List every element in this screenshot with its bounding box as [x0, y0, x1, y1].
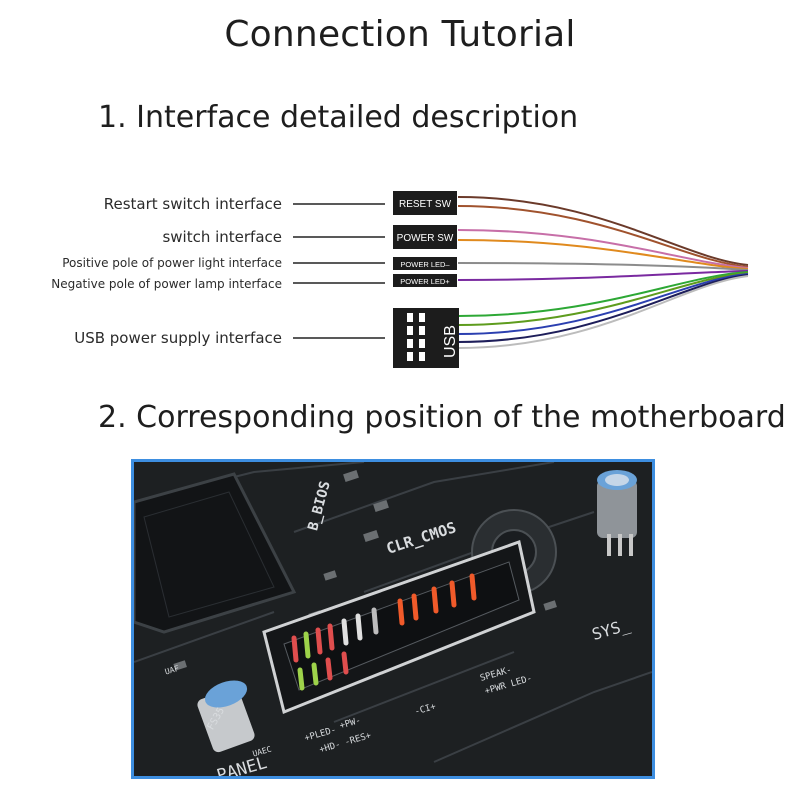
wire	[457, 270, 749, 281]
wire	[457, 272, 749, 326]
plug-power-led-neg: POWER LED–	[393, 257, 457, 270]
front-panel-header	[262, 540, 536, 715]
plug-reset-sw-label: RESET SW	[399, 199, 452, 210]
wire	[457, 205, 749, 268]
section-title-interface: 1. Interface detailed description	[98, 100, 579, 135]
motherboard-photo: FS35	[131, 459, 655, 779]
wire	[457, 239, 749, 270]
wire	[457, 274, 749, 343]
label-switch: switch interface	[162, 228, 282, 246]
wire	[457, 273, 749, 335]
plug-power-sw: POWER SW	[393, 225, 457, 249]
label-uaf: UAF	[164, 664, 181, 677]
wire	[457, 229, 749, 269]
plug-usb-label: USB	[442, 325, 459, 358]
chip	[134, 472, 297, 634]
plug-power-sw-label: POWER SW	[397, 233, 454, 244]
wire	[457, 196, 749, 266]
capacitor	[597, 470, 637, 538]
page-title: Connection Tutorial	[224, 14, 576, 55]
wire	[457, 275, 749, 349]
plug-power-led-pos-label: POWER LED+	[400, 277, 450, 286]
plug-usb: USB	[393, 308, 459, 368]
label-power-light-positive: Positive pole of power light interface	[62, 256, 282, 270]
section-title-motherboard: 2. Corresponding position of the motherb…	[98, 400, 786, 435]
label-usb-power: USB power supply interface	[74, 329, 282, 347]
plug-power-led-neg-label: POWER LED–	[400, 260, 450, 269]
wire	[457, 262, 749, 271]
capacitor: FS35	[197, 680, 255, 753]
label-restart-switch: Restart switch interface	[104, 195, 282, 213]
label-power-lamp-negative: Negative pole of power lamp interface	[51, 277, 282, 291]
plug-reset-sw: RESET SW	[393, 191, 457, 215]
wire	[457, 271, 749, 317]
connector-diagram: Restart switch interface switch interfac…	[51, 191, 749, 368]
plug-power-led-pos: POWER LED+	[393, 274, 457, 287]
wire-group	[457, 196, 749, 349]
